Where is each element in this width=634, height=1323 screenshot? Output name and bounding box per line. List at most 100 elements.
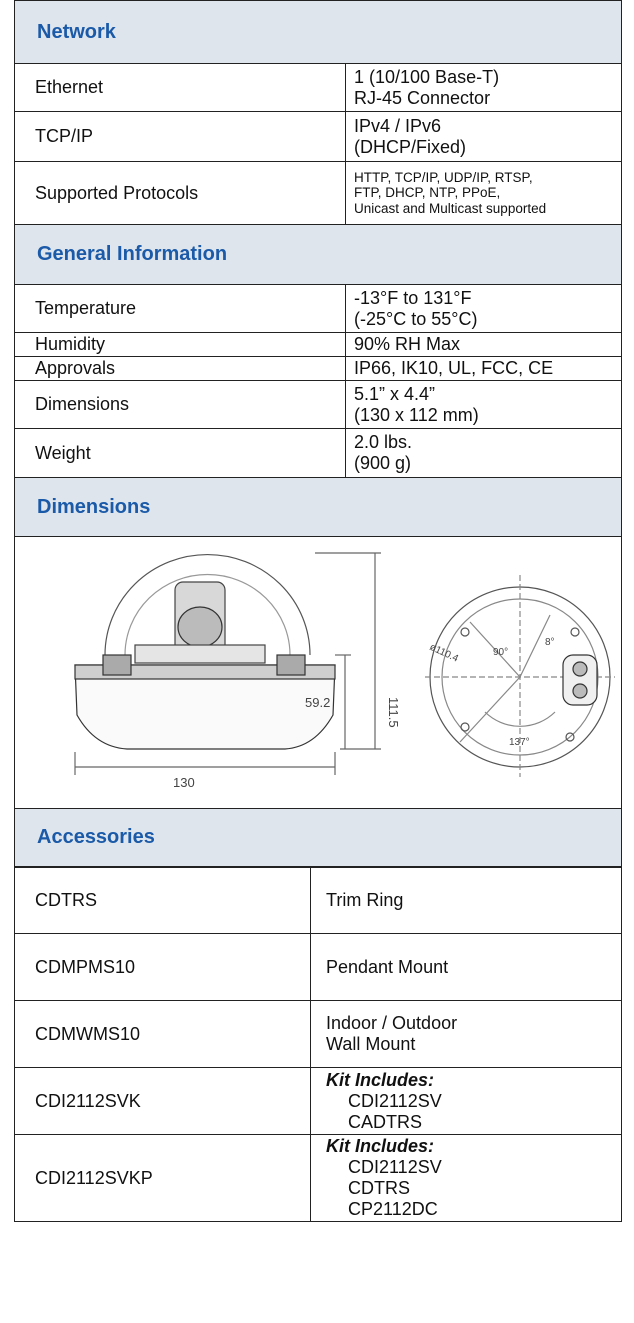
dome-inner-outline: [124, 573, 291, 656]
accessory-kit: Kit Includes: CDI2112SV CDTRS CP2112DC: [310, 1134, 622, 1222]
width-label: 130: [173, 775, 195, 790]
base-rim: [74, 664, 336, 680]
spec-label: TCP/IP: [14, 111, 346, 162]
spec-label: Temperature: [14, 284, 346, 333]
connector-port: [572, 661, 588, 677]
spec-value-line: RJ-45 Connector: [354, 87, 491, 108]
spec-value: 2.0 lbs. (900 g): [345, 428, 622, 478]
spec-value-line: (900 g): [354, 453, 412, 473]
connector-block: [562, 654, 598, 706]
camera-base: [74, 664, 336, 750]
kit-item: CADTRS: [348, 1111, 423, 1132]
accessory-model: CDI2112SVK: [14, 1067, 311, 1135]
lens-bracket: [134, 644, 266, 664]
spec-row-weight: Weight 2.0 lbs. (900 g): [14, 428, 622, 478]
spec-value: IPv4 / IPv6 (DHCP/Fixed): [345, 111, 622, 162]
spec-value-line: 2.0 lbs.: [354, 432, 413, 452]
spec-value-line: IPv4 / IPv6: [354, 115, 442, 136]
base-height-label: 59.2: [305, 695, 330, 710]
spec-label: Approvals: [14, 356, 346, 381]
spec-value: IP66, IK10, UL, FCC, CE: [345, 356, 622, 381]
spec-value: 90% RH Max: [345, 332, 622, 357]
accessory-model: CDMWMS10: [14, 1000, 311, 1068]
angle-label: 90°: [493, 647, 508, 658]
screw-hole: [460, 627, 470, 637]
dimensions-section-title: Dimensions: [14, 477, 622, 537]
angle-label: 137°: [509, 737, 530, 748]
spec-row-protocols: Supported Protocols HTTP, TCP/IP, UDP/IP…: [14, 161, 622, 225]
spec-row-approvals: Approvals IP66, IK10, UL, FCC, CE: [14, 356, 622, 381]
general-section-title: General Information: [14, 224, 622, 285]
angle-label: 8°: [545, 637, 555, 648]
spec-label: Ethernet: [14, 63, 346, 112]
spec-value-line: (130 x 112 mm): [354, 404, 479, 425]
spec-value: 5.1” x 4.4” (130 x 112 mm): [345, 380, 622, 429]
angle-ray-1: [469, 621, 521, 678]
spec-value-line: FTP, DHCP, NTP, PPoE,: [354, 185, 501, 201]
dimension-drawing: 130 111.5 59.2: [74, 552, 615, 790]
kit-heading: Kit Includes:: [326, 1136, 435, 1156]
spec-row-humidity: Humidity 90% RH Max: [14, 332, 622, 357]
network-header-row: Network: [14, 0, 622, 64]
height-label: 111.5: [386, 697, 401, 728]
accessory-description: Pendant Mount: [310, 933, 622, 1001]
spec-value-line: 1 (10/100 Base-T): [354, 66, 500, 87]
kit-heading: Kit Includes:: [326, 1069, 435, 1090]
accessory-model: CDTRS: [14, 867, 311, 934]
spec-label: Supported Protocols: [14, 161, 346, 225]
spec-value: -13°F to 131°F (-25°C to 55°C): [345, 284, 622, 333]
spec-sheet: Network Ethernet 1 (10/100 Base-T) RJ-45…: [14, 0, 634, 1323]
dimensions-drawing-cell: 130 111.5 59.2: [14, 536, 622, 809]
kit-item: CDI2112SV: [348, 1090, 442, 1111]
lens-barrel: [177, 606, 223, 648]
spec-value: HTTP, TCP/IP, UDP/IP, RTSP, FTP, DHCP, N…: [345, 161, 622, 225]
spec-value-line: -13°F to 131°F: [354, 287, 472, 308]
spec-value-line: HTTP, TCP/IP, UDP/IP, RTSP,: [354, 169, 533, 185]
kit-item: CP2112DC: [348, 1199, 438, 1219]
accessory-row: CDMWMS10 Indoor / Outdoor Wall Mount: [14, 1000, 622, 1068]
spec-row-temperature: Temperature -13°F to 131°F (-25°C to 55°…: [14, 284, 622, 333]
accessory-kit: Kit Includes: CDI2112SV CADTRS: [310, 1067, 622, 1135]
screw-hole: [565, 732, 575, 742]
spec-row-dimensions: Dimensions 5.1” x 4.4” (130 x 112 mm): [14, 380, 622, 429]
spec-row-ethernet: Ethernet 1 (10/100 Base-T) RJ-45 Connect…: [14, 63, 622, 112]
top-view-drawing: [425, 575, 615, 777]
screw-hole: [460, 722, 470, 732]
spec-value-line: (-25°C to 55°C): [354, 308, 478, 329]
accessory-model: CDMPMS10: [14, 933, 311, 1001]
accessory-description: Indoor / Outdoor Wall Mount: [310, 1000, 622, 1068]
spec-value: 1 (10/100 Base-T) RJ-45 Connector: [345, 63, 622, 112]
mount-tab-right: [276, 654, 306, 676]
dimensions-drawing-row: 130 111.5 59.2: [14, 536, 622, 809]
accessory-description-line: Wall Mount: [326, 1034, 416, 1054]
accessory-description: Trim Ring: [310, 867, 622, 934]
accessory-row: CDTRS Trim Ring: [14, 867, 622, 934]
spec-table: Network Ethernet 1 (10/100 Base-T) RJ-45…: [14, 0, 622, 867]
angle-arc: [484, 711, 556, 727]
spec-value-line: 5.1” x 4.4”: [354, 383, 436, 404]
side-view-drawing: [74, 552, 381, 775]
spec-label: Dimensions: [14, 380, 346, 429]
accessories-header-row: Accessories: [14, 808, 622, 867]
accessory-description-line: Indoor / Outdoor: [326, 1013, 458, 1033]
dome-outline: [104, 553, 311, 656]
accessories-section-title: Accessories: [14, 808, 622, 867]
accessory-row: CDI2112SVKP Kit Includes: CDI2112SV CDTR…: [14, 1134, 622, 1222]
accessory-row: CDI2112SVK Kit Includes: CDI2112SV CADTR…: [14, 1067, 622, 1135]
accessories-table: CDTRS Trim Ring CDMPMS10 Pendant Mount C…: [14, 867, 622, 1222]
accessory-model: CDI2112SVKP: [14, 1134, 311, 1222]
kit-item: CDTRS: [348, 1178, 410, 1198]
connector-port: [572, 683, 588, 699]
mount-tab-left: [102, 654, 132, 676]
angle-ray-2: [519, 614, 551, 678]
screw-hole: [570, 627, 580, 637]
spec-label: Humidity: [14, 332, 346, 357]
kit-item: CDI2112SV: [348, 1157, 442, 1177]
general-header-row: General Information: [14, 224, 622, 285]
spec-label: Weight: [14, 428, 346, 478]
spec-row-tcpip: TCP/IP IPv4 / IPv6 (DHCP/Fixed): [14, 111, 622, 162]
network-section-title: Network: [14, 0, 622, 64]
accessory-row: CDMPMS10 Pendant Mount: [14, 933, 622, 1001]
spec-value-line: (DHCP/Fixed): [354, 136, 467, 157]
angle-ray-3: [459, 676, 521, 743]
